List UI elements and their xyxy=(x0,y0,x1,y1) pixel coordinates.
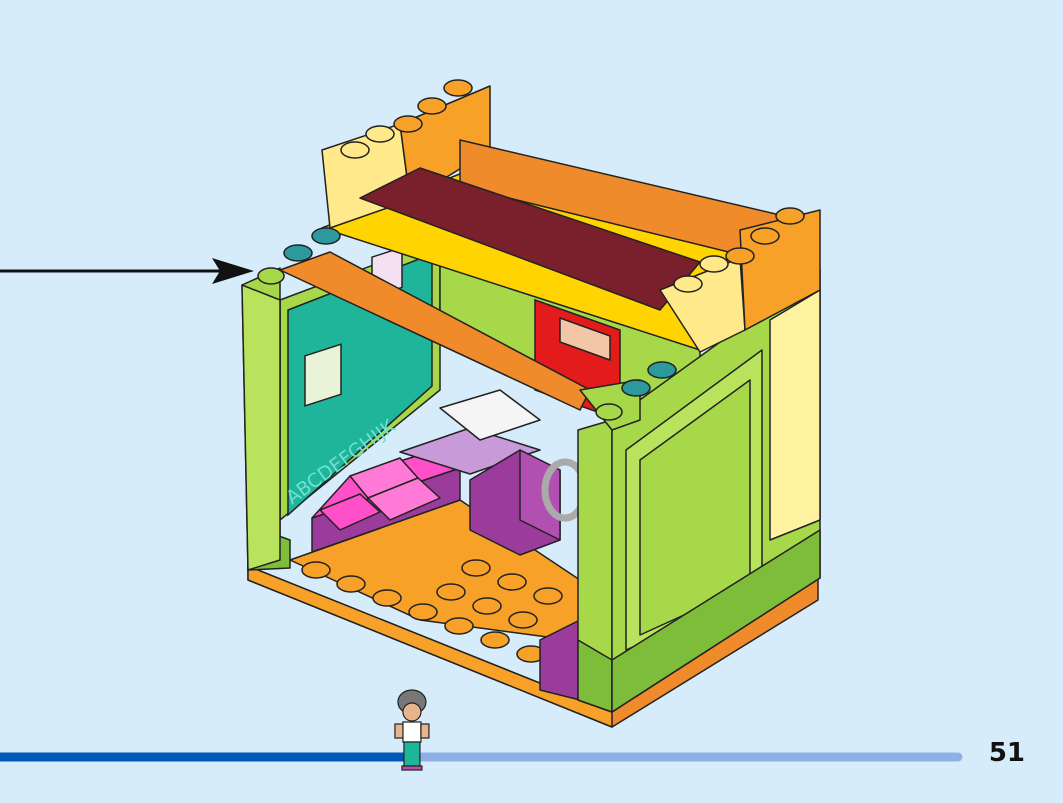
base-studs xyxy=(301,559,563,663)
arrow-right-icon xyxy=(0,258,254,284)
armchair xyxy=(469,449,589,556)
base-plate xyxy=(247,499,819,728)
minifigure-icon xyxy=(394,689,430,771)
bed xyxy=(311,389,541,553)
page-number: 51 xyxy=(988,738,1025,768)
right-pillar xyxy=(577,419,613,713)
top-frame xyxy=(279,85,821,431)
left-pillar xyxy=(241,267,291,571)
right-side-wall xyxy=(611,269,821,713)
top-studs xyxy=(257,79,805,421)
